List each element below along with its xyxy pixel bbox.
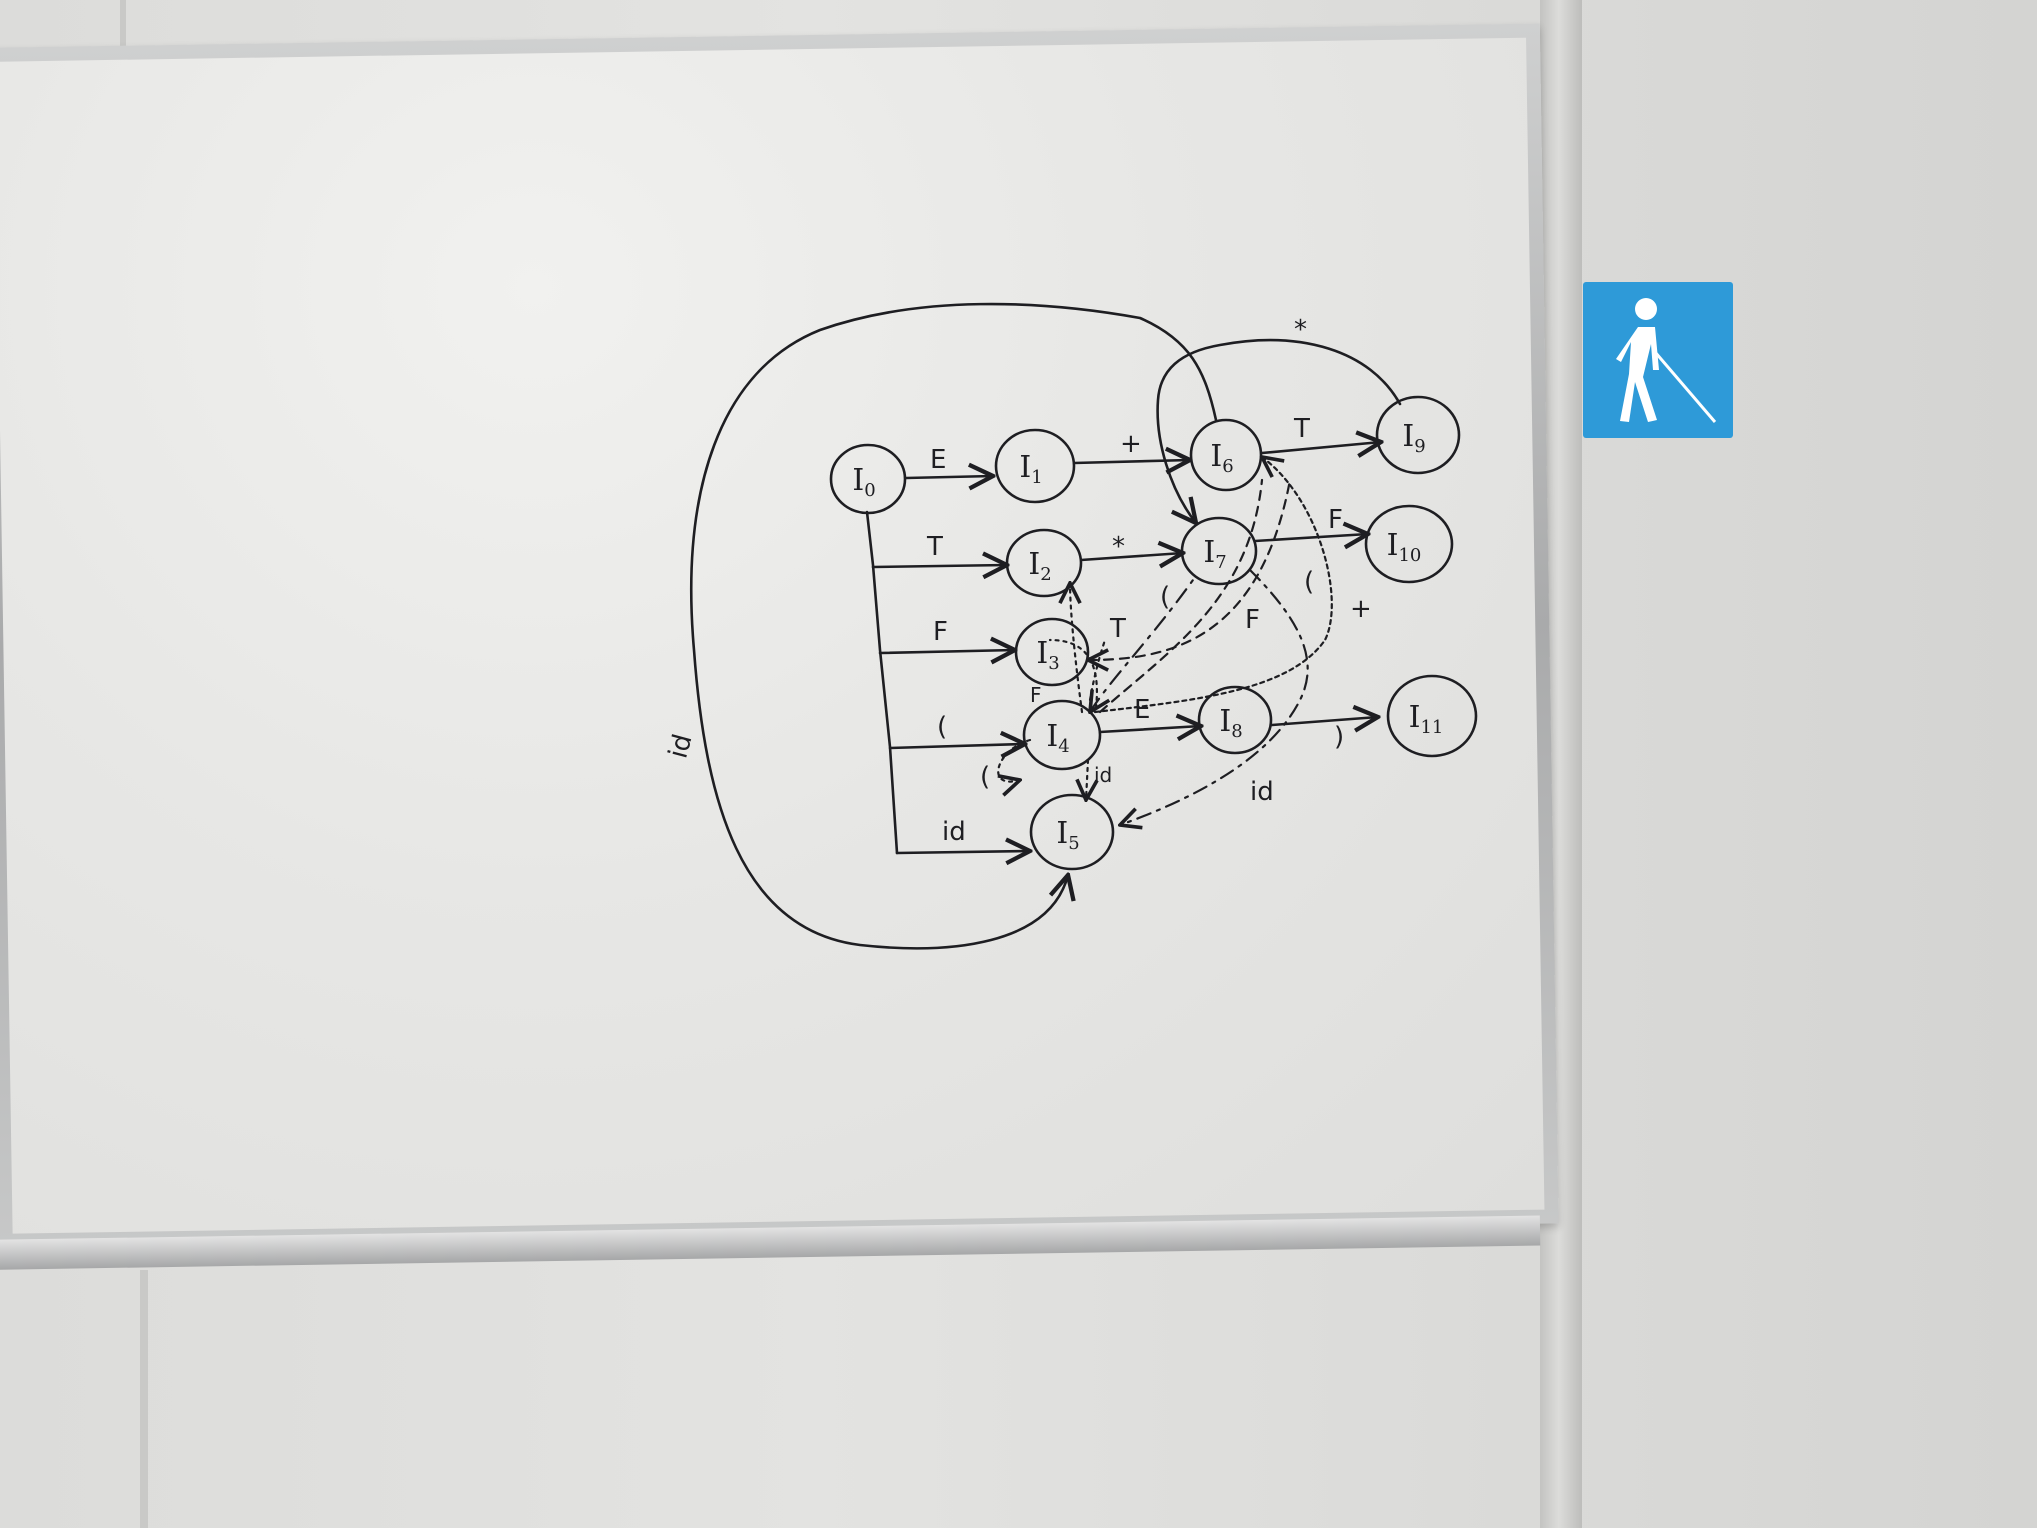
wall-panel-seam: [140, 1270, 148, 1528]
edge-i6-i9: [1260, 442, 1381, 453]
label-i6-i3: F: [1245, 605, 1260, 635]
edge-i4-i3: [1048, 638, 1098, 710]
state-i3-circle: [1014, 617, 1090, 687]
state-i4-circle: [1022, 699, 1102, 771]
label-i0-i3: F: [933, 617, 948, 647]
edge-i7-i10: [1253, 534, 1368, 541]
label-i0-i4: (: [937, 712, 947, 742]
label-i0-i2: T: [926, 532, 943, 562]
state-i4-label: I4: [1046, 719, 1069, 757]
edge-i6-i5-loop: [690, 302, 1218, 950]
label-i8-i11: ): [1334, 722, 1344, 752]
state-i1-label: I1: [1019, 450, 1042, 488]
label-i6-i5-loop: id: [663, 731, 698, 762]
edge-i0-i2: [871, 565, 1007, 567]
state-i11-label: I11: [1409, 700, 1444, 738]
edge-i4-i2: [1070, 583, 1084, 714]
edge-i0-i1: [904, 476, 993, 478]
edge-i0-i4: [888, 744, 1025, 748]
state-i0-label: I0: [852, 463, 875, 501]
edge-i4-i5: [1086, 758, 1088, 800]
label-i4-i4: (: [980, 762, 990, 792]
edge-i1-i6: [1072, 460, 1190, 463]
label-i4-i2: T: [1109, 614, 1126, 644]
edge-i4-i4: [997, 738, 1032, 782]
label-i0-i1: E: [930, 445, 946, 475]
state-i3-label: I3: [1036, 636, 1059, 674]
state-i7-label: I7: [1203, 535, 1226, 573]
label-i9-i7: *: [1294, 315, 1307, 345]
i0-trunk-line: [865, 510, 899, 855]
label-i1-i6: +: [1120, 429, 1142, 459]
state-i2-circle: [1005, 528, 1083, 598]
state-i1-circle: [994, 428, 1076, 504]
label-i7-i4: (: [1160, 582, 1170, 612]
state-i6-label: I6: [1210, 439, 1233, 477]
edge-i8-i6: [1093, 457, 1333, 714]
state-i5-label: I5: [1056, 816, 1079, 854]
state-i2-label: I2: [1028, 547, 1051, 585]
state-i10-label: I10: [1387, 528, 1422, 566]
edge-i7-i5: [1120, 568, 1309, 825]
state-i9-circle: [1375, 395, 1461, 475]
label-i6-i9: T: [1293, 414, 1310, 444]
blind-person-with-cane-icon: [1583, 282, 1733, 438]
state-i10-circle: [1364, 504, 1454, 584]
edge-i4-i3-dot: [1088, 638, 1107, 702]
edge-i0-i5: [895, 851, 1030, 853]
label-i2-i7: *: [1112, 532, 1125, 562]
state-i0-circle: [829, 443, 907, 515]
state-i11-circle: [1386, 674, 1478, 758]
label-i8-i6: +: [1350, 594, 1372, 624]
edge-i6-i4: [1098, 478, 1264, 714]
edge-i9-i7: [1156, 338, 1402, 523]
state-i8-label: I8: [1219, 704, 1242, 742]
edge-i7-i4: [1090, 578, 1195, 712]
edge-i0-i3: [878, 650, 1015, 653]
state-i7-circle: [1180, 516, 1258, 586]
state-i9-label: I9: [1402, 419, 1425, 457]
edge-i6-i3: [1088, 478, 1292, 660]
label-i7-i5: id: [1250, 777, 1274, 807]
label-i6-i4: (: [1304, 567, 1314, 597]
edge-i2-i7: [1079, 553, 1183, 560]
edge-i4-i8: [1098, 726, 1201, 732]
wall-panel-seam: [120, 0, 126, 52]
label-i4-i8: E: [1134, 695, 1150, 725]
label-i4-i3: F: [1030, 683, 1042, 707]
label-i0-i5: id: [942, 817, 966, 847]
edge-i8-i11: [1270, 717, 1378, 725]
label-i7-i10: F: [1328, 505, 1343, 535]
label-i4-i5: id: [1094, 763, 1112, 787]
state-i6-circle: [1189, 418, 1263, 492]
state-i8-circle: [1197, 685, 1273, 755]
state-i5-circle: [1029, 793, 1115, 871]
